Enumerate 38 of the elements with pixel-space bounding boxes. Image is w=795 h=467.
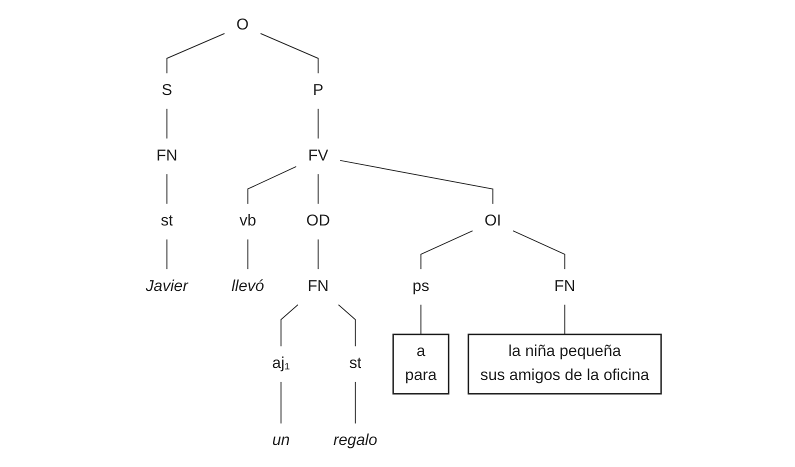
node-text: ps <box>412 278 430 295</box>
node-text: regalo <box>333 432 378 450</box>
node-text: FV <box>308 147 328 164</box>
node-box: la niña pequeña sus amigos de la oficina <box>468 334 662 395</box>
connector <box>166 174 168 204</box>
node-text: OI <box>484 212 502 230</box>
connector <box>166 33 225 74</box>
node-text: P <box>312 82 324 99</box>
connector <box>318 108 319 139</box>
node-text: vb <box>239 212 256 230</box>
connector <box>318 174 319 204</box>
connector <box>166 238 168 270</box>
node-text: FN <box>554 278 576 295</box>
node-text: un <box>272 432 290 450</box>
connector <box>420 230 474 270</box>
connector <box>280 304 298 347</box>
connector <box>166 108 168 139</box>
node-text: S <box>162 82 172 99</box>
connector <box>420 304 422 335</box>
node-text: llevó <box>232 278 264 295</box>
node-text: st <box>349 355 362 372</box>
connector <box>512 230 566 270</box>
node-text: O <box>236 16 249 34</box>
connector <box>340 160 494 204</box>
connector <box>318 238 319 270</box>
connector <box>247 166 297 204</box>
connector <box>338 304 356 347</box>
node-text: FN <box>156 147 178 164</box>
connector <box>260 33 319 74</box>
node-text: OD <box>306 212 330 230</box>
connector <box>280 381 282 424</box>
connector <box>564 304 566 335</box>
node-text: st <box>160 212 174 230</box>
connector <box>247 238 248 270</box>
connector <box>354 381 356 424</box>
node-text: aj₁ <box>272 355 290 372</box>
node-text: FN <box>308 278 329 295</box>
node-box: a para <box>392 334 450 395</box>
